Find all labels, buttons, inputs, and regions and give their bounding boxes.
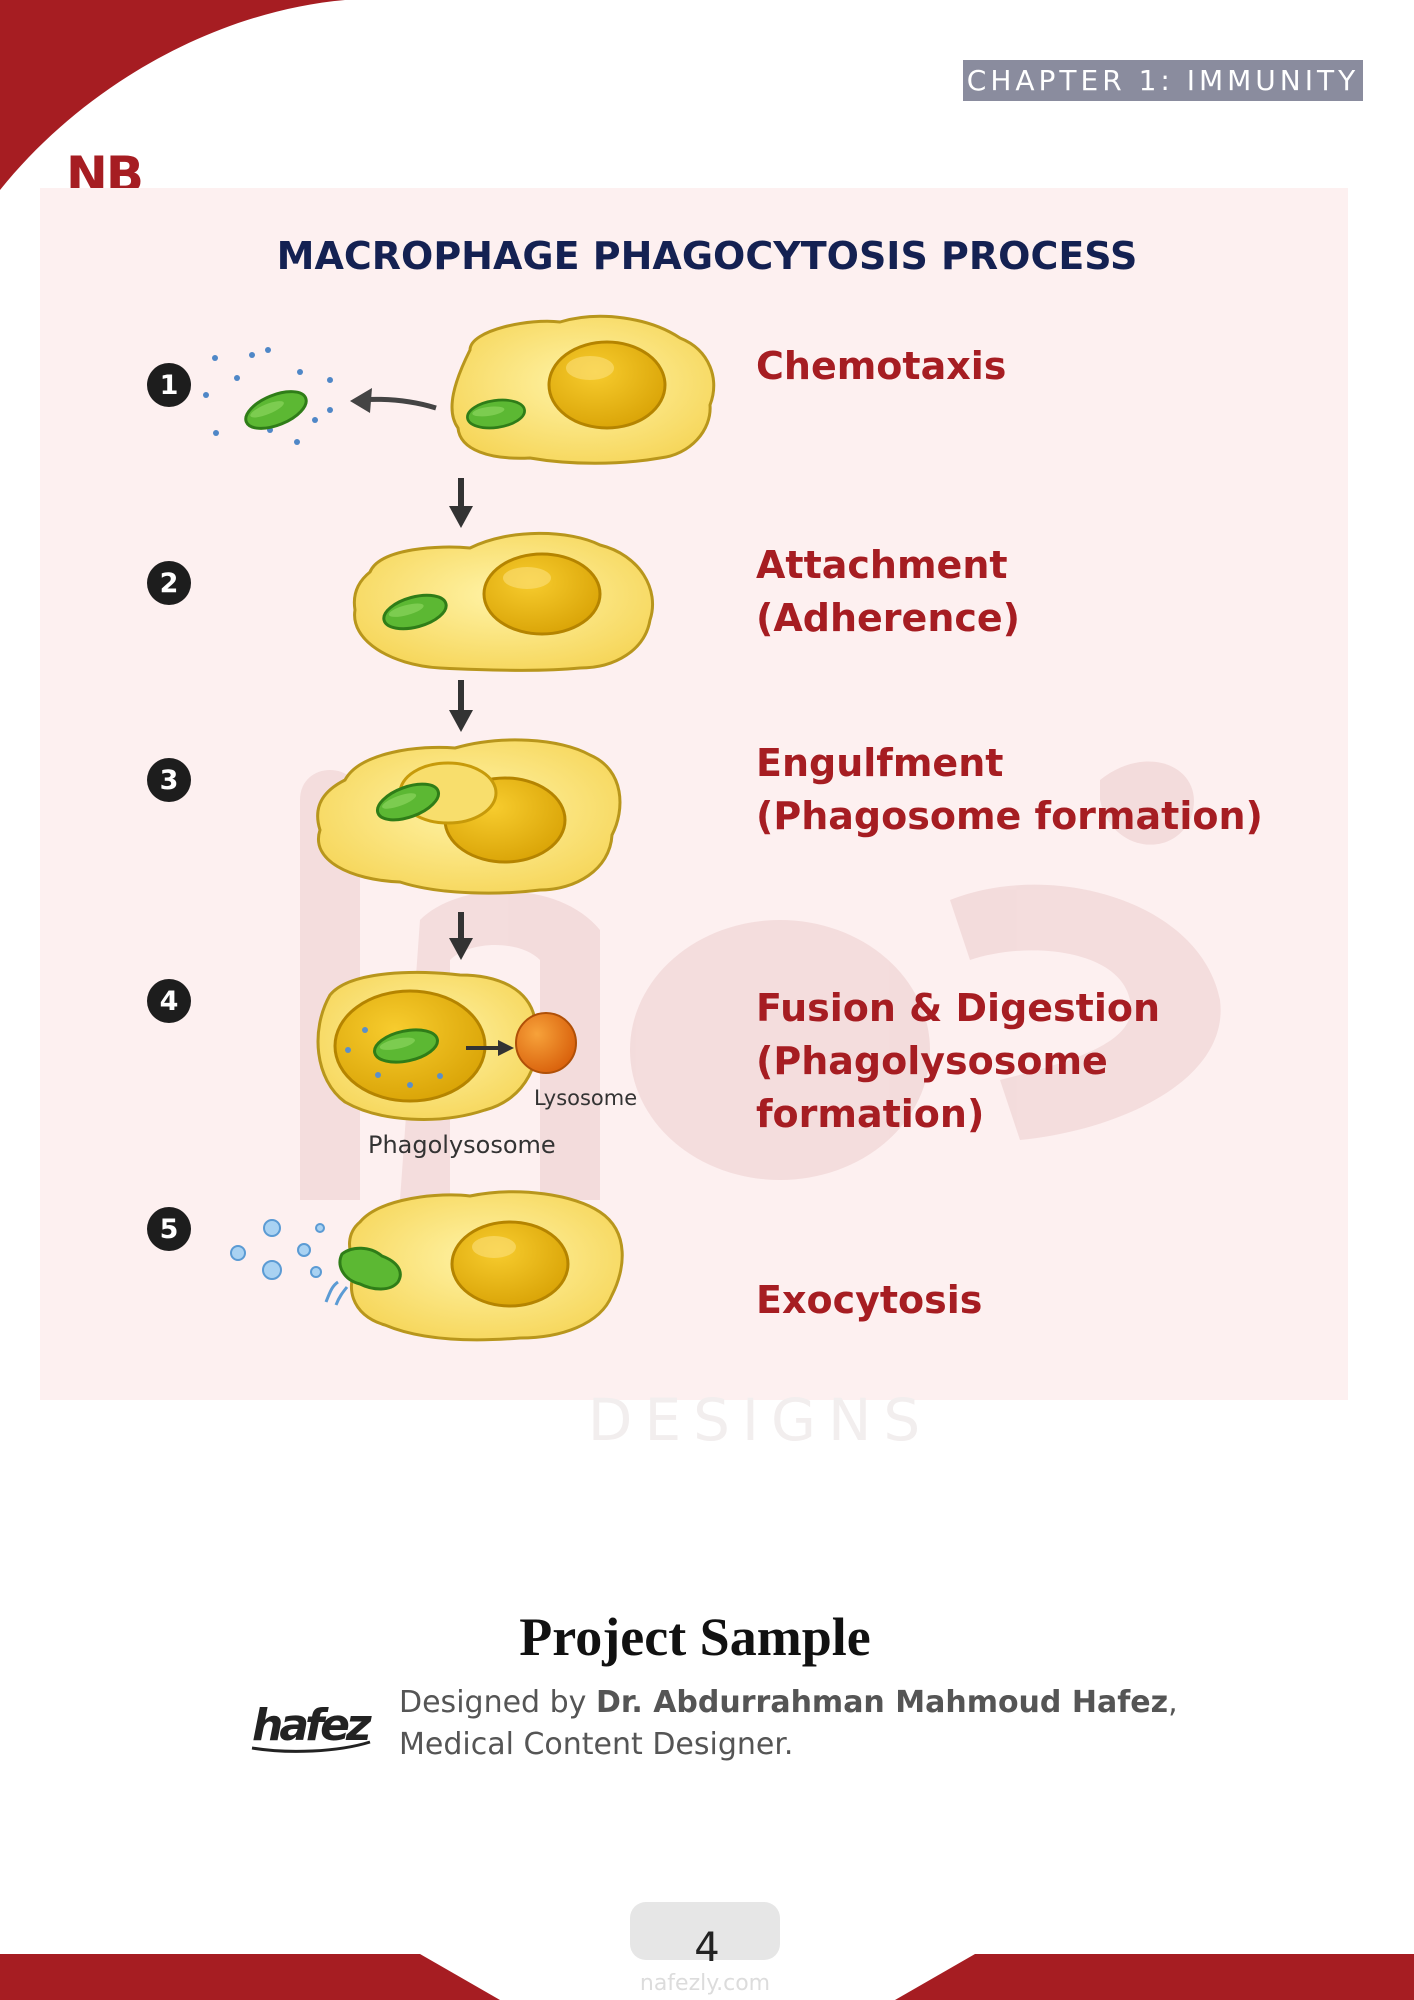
site-watermark: nafezly.com (630, 1902, 780, 1996)
site-watermark-text: nafezly.com (640, 1971, 770, 1996)
step-label-2: Attachment (Adherence) (756, 539, 1020, 645)
project-sample-heading: Project Sample (519, 1607, 871, 1667)
designed-by-text: Designed by (399, 1685, 596, 1720)
author-name: Dr. Abdurrahman Mahmoud Hafez (595, 1685, 1169, 1720)
step3-illustration (316, 738, 622, 895)
step-label-2-line1: Attachment (756, 543, 1008, 587)
step-number-5: 5 (147, 1207, 191, 1251)
step-label-4-line1: Fusion & Digestion (756, 986, 1161, 1030)
step-label-5: Exocytosis (756, 1274, 982, 1327)
step-label-3-line1: Engulfment (756, 741, 1004, 785)
logo-text: hafez (252, 1700, 372, 1751)
step-number-2: 2 (147, 561, 191, 605)
step-label-3-line2: (Phagosome formation) (756, 794, 1263, 838)
credit-line-1: Designed by Dr. Abdurrahman Mahmoud Hafe… (399, 1682, 1178, 1724)
step5-illustration (230, 1190, 624, 1342)
step-label-2-line2: (Adherence) (756, 596, 1021, 640)
step-number-3: 3 (147, 758, 191, 802)
step-label-3: Engulfment (Phagosome formation) (756, 737, 1263, 843)
bottom-band (0, 1954, 1414, 2000)
step2-illustration (352, 531, 655, 672)
lysosome-label: Lysosome (534, 1086, 638, 1110)
hafez-logo: hafez (251, 1700, 376, 1753)
step-label-1-line1: Chemotaxis (756, 344, 1007, 388)
step4-illustration (316, 970, 577, 1121)
step1-illustration (203, 314, 716, 465)
author-role: Medical Content Designer. (399, 1727, 794, 1762)
diagram-title: MACROPHAGE PHAGOCYTOSIS PROCESS (276, 234, 1138, 278)
step-number-4: 4 (147, 979, 191, 1023)
phagolysosome-label: Phagolysosome (368, 1131, 556, 1159)
page-number: 4 (694, 1925, 720, 1971)
credit-comma: , (1168, 1685, 1178, 1720)
credit-block: Designed by Dr. Abdurrahman Mahmoud Hafe… (399, 1682, 1178, 1766)
chapter-header: CHAPTER 1: IMMUNITY (963, 60, 1363, 101)
step-label-4: Fusion & Digestion (Phagolysosome format… (756, 982, 1160, 1141)
step-number-1: 1 (147, 363, 191, 407)
step-label-4-line2: (Phagolysosome (756, 1039, 1108, 1083)
step-label-4-line3: formation) (756, 1092, 985, 1136)
step-label-1: Chemotaxis (756, 340, 1006, 393)
corner-decoration (0, 0, 345, 190)
step-label-5-line1: Exocytosis (756, 1278, 983, 1322)
